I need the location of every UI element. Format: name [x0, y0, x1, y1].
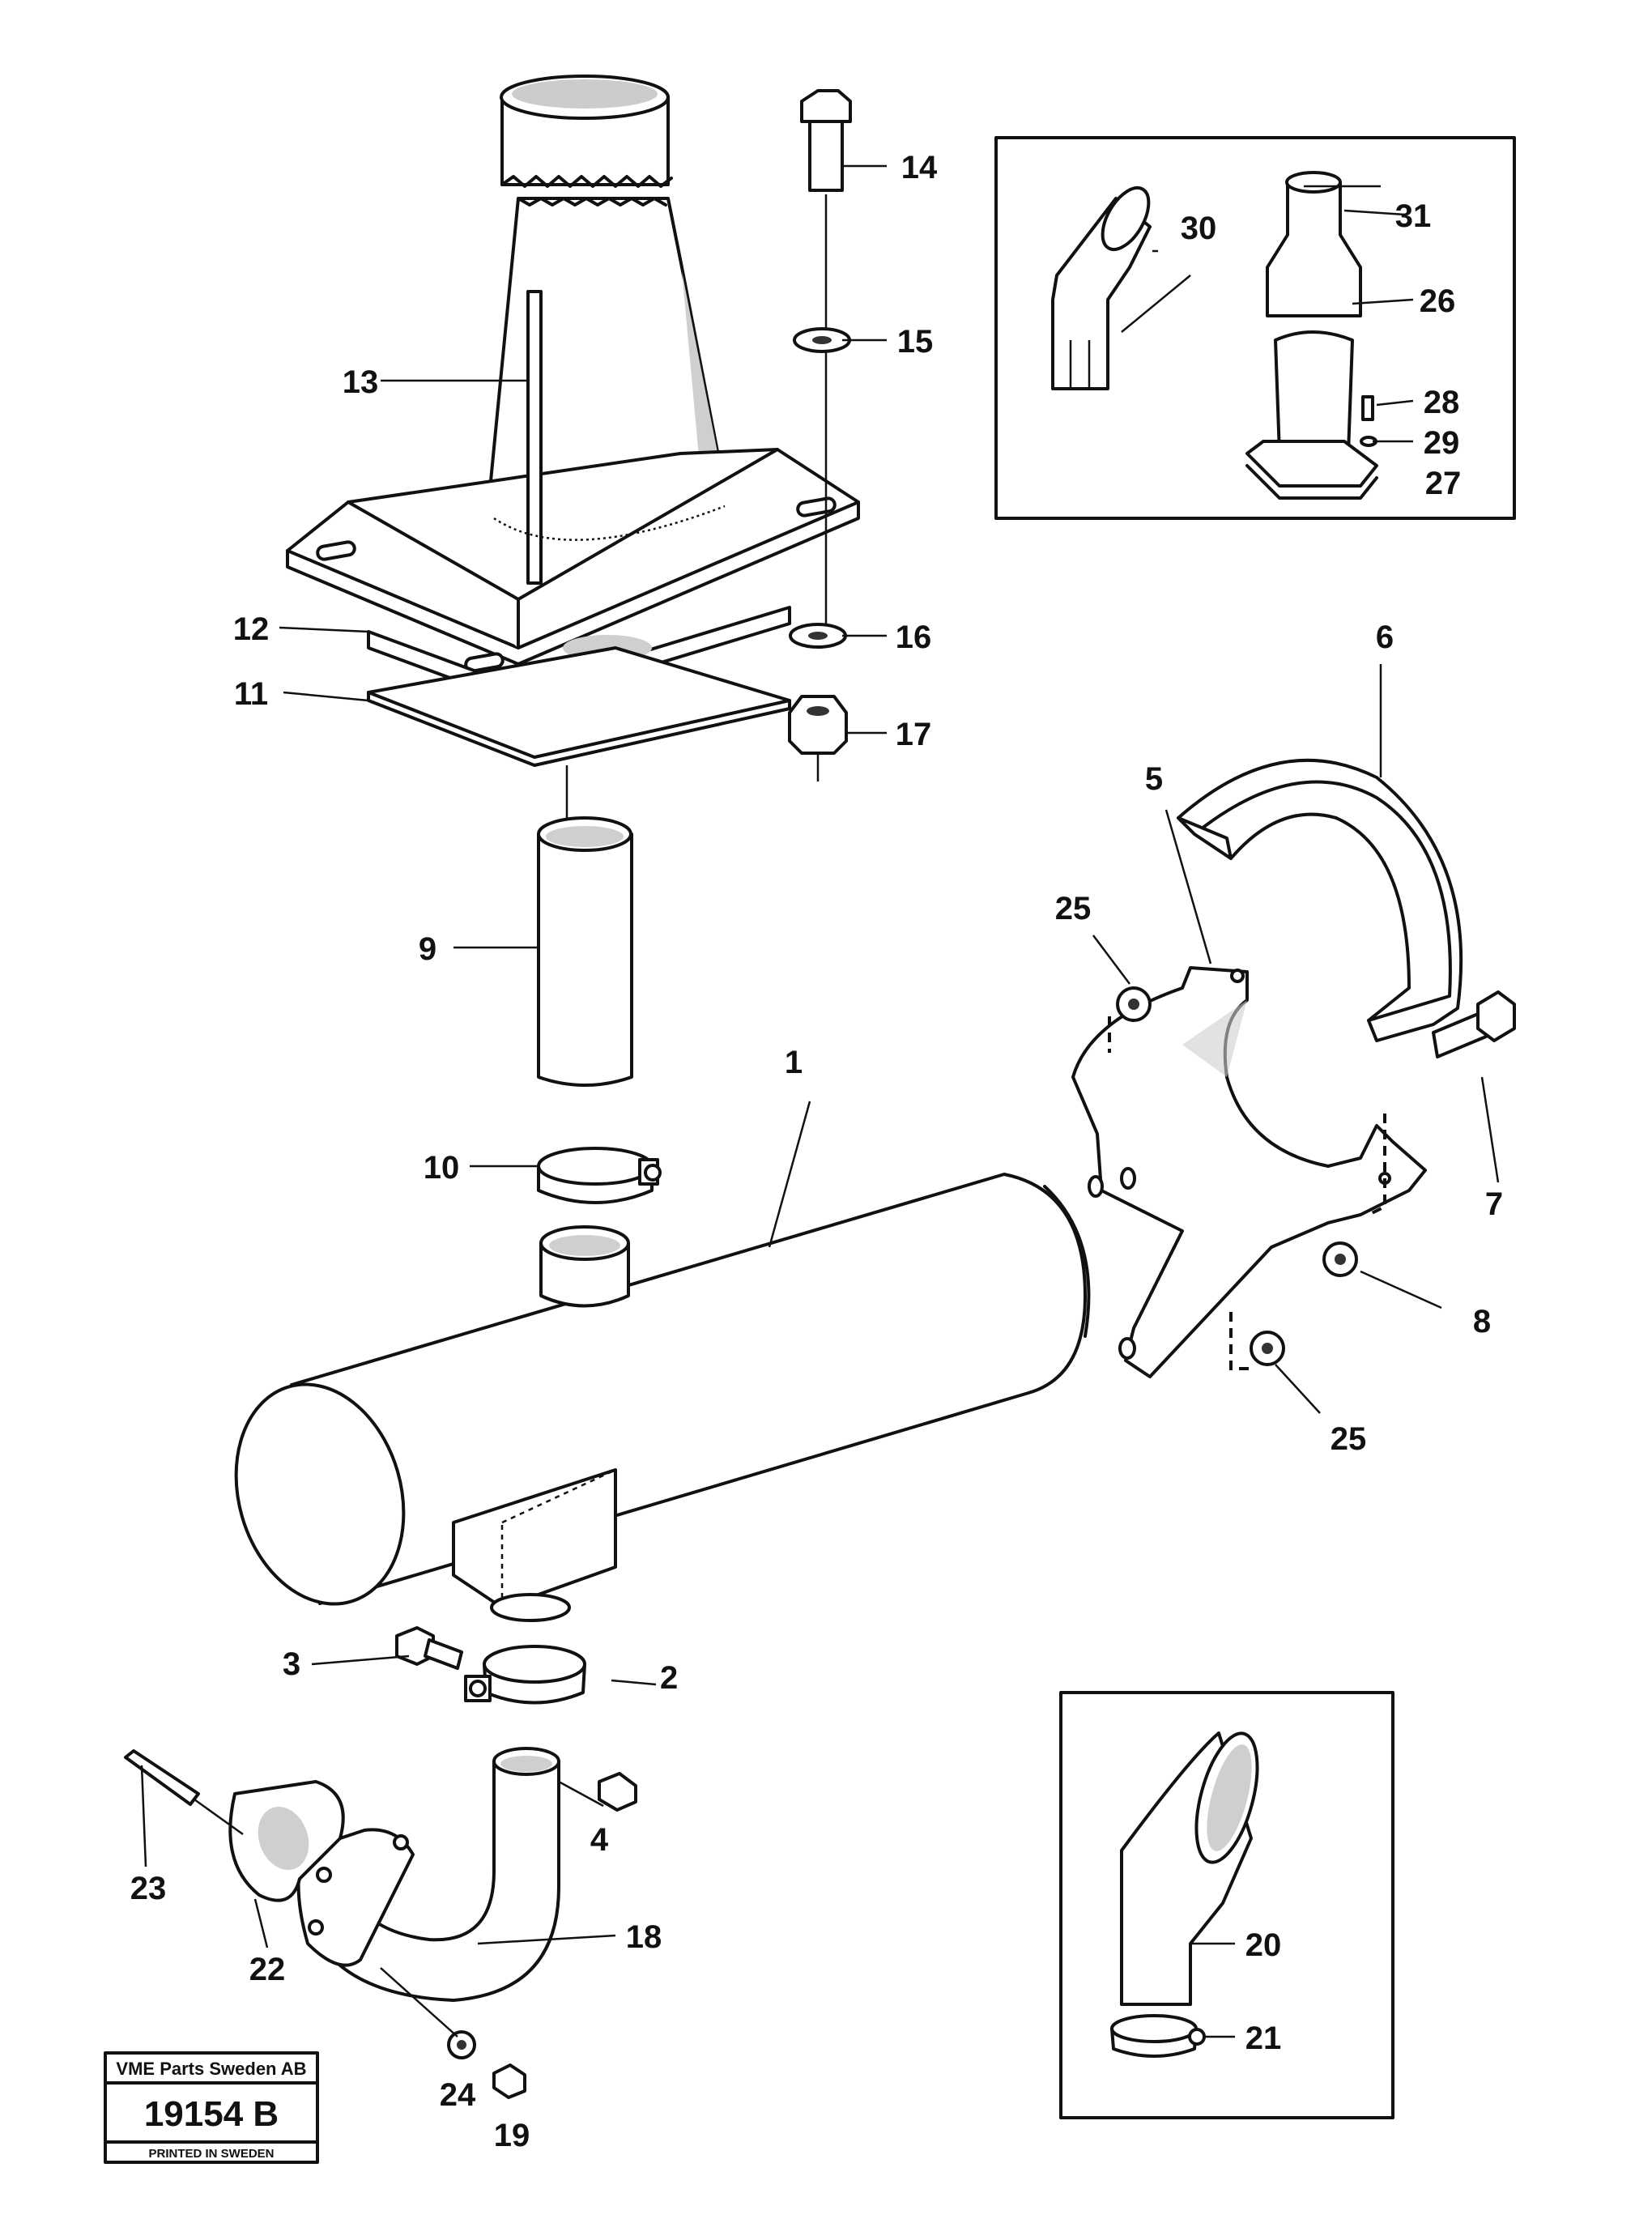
callout-15: 15: [897, 324, 934, 360]
part-20-rain-cap: [1120, 1731, 1259, 2006]
part-27-flange: [1245, 440, 1378, 500]
part-9-pipe: [537, 816, 633, 1087]
callout-23: 23: [130, 1871, 167, 1906]
callout-26: 26: [1420, 283, 1456, 319]
part-18-exhaust-bend: [296, 1747, 560, 2002]
part-22-gasket: [228, 1780, 345, 1902]
stamp-company: VME Parts Sweden AB: [116, 2059, 306, 2079]
callout-13: 13: [343, 364, 379, 400]
callout-7: 7: [1485, 1186, 1503, 1222]
callout-6: 6: [1376, 620, 1394, 655]
callout-29: 29: [1424, 425, 1460, 461]
callout-3: 3: [283, 1646, 300, 1682]
part-3-bolt: [395, 1626, 463, 1670]
callout-4: 4: [590, 1822, 609, 1858]
part-14-bolt: [800, 89, 852, 340]
part-7-bolt: [1432, 990, 1516, 1058]
part-23-stud: [124, 1749, 200, 1806]
part-30-rain-cap: [1051, 186, 1152, 390]
callout-2: 2: [660, 1660, 678, 1696]
callout-21: 21: [1245, 2021, 1282, 2056]
callout-25-lower: 25: [1331, 1421, 1367, 1457]
callout-22: 22: [249, 1952, 286, 1987]
callout-27: 27: [1425, 466, 1462, 501]
callout-9: 9: [419, 931, 436, 967]
callout-labels: 1 2 3 4 5 6 7 8 9 10 11 12 13 14 15 16 1…: [130, 150, 1503, 2153]
part-6-strap: [1177, 758, 1463, 1042]
drawing-stamp: VME Parts Sweden AB 19154 B PRINTED IN S…: [104, 2051, 319, 2164]
callout-25-upper: 25: [1055, 891, 1092, 926]
part-17-nut: [788, 695, 848, 755]
callout-31: 31: [1395, 198, 1432, 234]
callout-10: 10: [424, 1150, 460, 1186]
callout-20: 20: [1245, 1927, 1282, 1963]
callout-8: 8: [1473, 1304, 1491, 1339]
callout-16: 16: [896, 620, 932, 655]
part-28-screw: [1361, 395, 1374, 421]
callout-18: 18: [626, 1919, 662, 1955]
part-26-chimney: [1266, 171, 1362, 455]
part-13-chimney-assembly: [286, 75, 860, 673]
stamp-drawing-number: 19154 B: [144, 2094, 279, 2134]
part-10-clamp: [537, 1147, 662, 1204]
callout-28: 28: [1424, 385, 1460, 420]
part-19-nut: [492, 2063, 526, 2099]
callout-5: 5: [1145, 761, 1163, 797]
part-1-muffler: [234, 1173, 1091, 1622]
callout-17: 17: [896, 717, 932, 752]
callout-30: 30: [1181, 211, 1217, 246]
callout-12: 12: [233, 611, 270, 647]
callout-11: 11: [234, 676, 268, 712]
callout-1: 1: [785, 1045, 803, 1080]
callout-19: 19: [494, 2118, 530, 2153]
part-21-clamp: [1110, 2014, 1206, 2058]
leader-lines: [140, 164, 1500, 2038]
part-2-clamp: [464, 1645, 586, 1705]
part-4-nut: [598, 1772, 637, 1812]
part-5-bracket: [1071, 966, 1427, 1378]
callout-14: 14: [901, 150, 938, 185]
inset-bottom-right-frame: [1059, 1691, 1394, 2119]
stamp-printed: PRINTED IN SWEDEN: [148, 2147, 274, 2161]
inset-top-right-frame: [994, 136, 1516, 520]
callout-24: 24: [440, 2077, 476, 2113]
